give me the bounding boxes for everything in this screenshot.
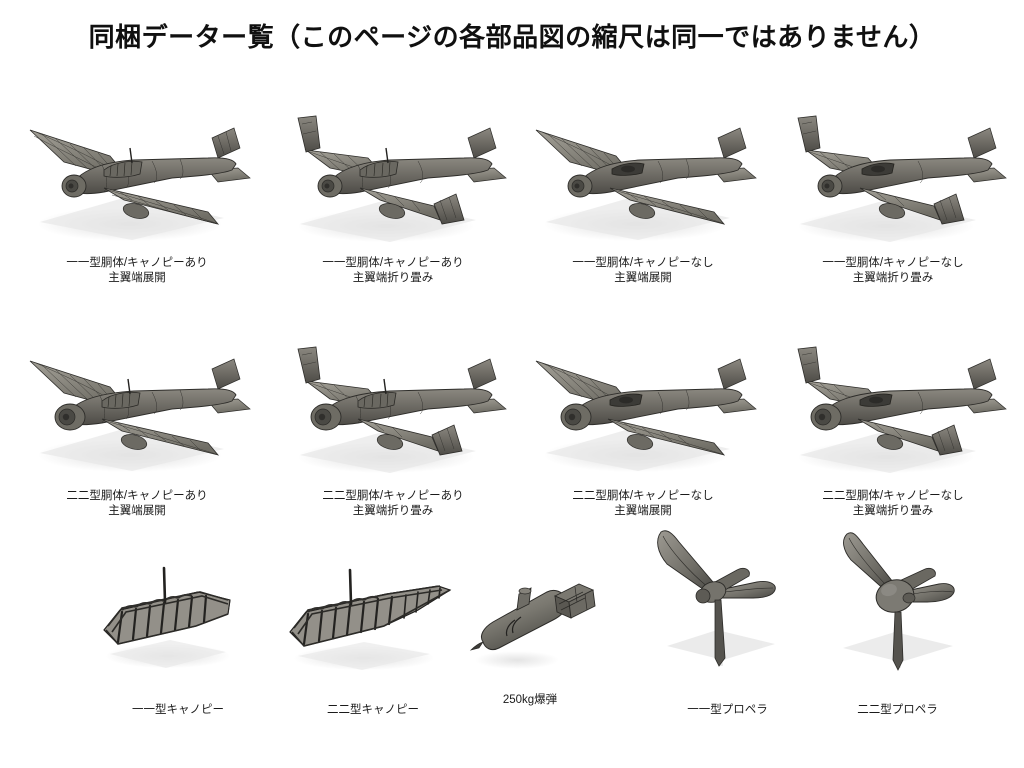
model-thumb-type11-canopy-part[interactable]: [78, 552, 278, 682]
model-caption: 二二型胴体/キャノピーあり 主翼端展開: [12, 489, 262, 518]
caption-line-2: 主翼端展開: [108, 271, 166, 284]
model-caption: 一一型キャノピー: [78, 703, 278, 718]
caption-line-2: 主翼端展開: [614, 271, 672, 284]
caption-line-2: 主翼端折り畳み: [352, 504, 434, 517]
canopy-group: [359, 147, 399, 178]
model-thumb-type11-propeller[interactable]: [645, 518, 810, 686]
caption-line-2: 主翼端折り畳み: [852, 271, 934, 284]
model-caption: 250kg爆弾: [455, 693, 605, 708]
caption-line-2: 主翼端折り畳み: [352, 271, 434, 284]
caption-line-1: 一一型プロペラ: [687, 704, 768, 716]
canopy-group: [357, 378, 397, 409]
caption-line-2: 主翼端展開: [614, 504, 672, 517]
model-thumb-type11-canopy-spread[interactable]: [12, 96, 262, 254]
propeller-render: [645, 518, 810, 686]
caption-line-1: 二二型プロペラ: [857, 704, 938, 716]
canopy-group: [101, 378, 141, 409]
caption-line-2: 主翼端折り畳み: [852, 504, 934, 517]
model-thumb-type22-canopy-part[interactable]: [268, 552, 478, 682]
aircraft-render: [268, 96, 518, 254]
model-thumb-type11-nocanopy-spread[interactable]: [518, 96, 768, 254]
model-thumb-type22-canopy-spread[interactable]: [12, 325, 262, 485]
aircraft-render: [268, 325, 518, 485]
caption-line-2: 主翼端展開: [108, 504, 166, 517]
caption-line-1: 250kg爆弾: [502, 694, 558, 706]
aircraft-render: [518, 325, 768, 485]
caption-line-1: 二二型キャノピー: [327, 704, 419, 716]
caption-line-1: 一一型胴体/キャノピーあり: [322, 257, 464, 269]
canopy-frame-render: [268, 552, 478, 682]
aircraft-render: [518, 96, 768, 254]
model-caption: 二二型胴体/キャノピーなし 主翼端展開: [518, 489, 768, 518]
model-caption: 一一型胴体/キャノピーあり 主翼端折り畳み: [268, 256, 518, 285]
caption-line-1: 一一型胴体/キャノピーなし: [572, 257, 714, 269]
aircraft-render: [12, 96, 262, 254]
model-thumb-type11-canopy-folded[interactable]: [268, 96, 518, 254]
caption-line-1: 一一型キャノピー: [132, 704, 224, 716]
propeller-render: [815, 518, 980, 686]
bomb-render: [455, 560, 605, 685]
model-thumb-type22-propeller[interactable]: [815, 518, 980, 686]
model-caption: 一一型胴体/キャノピーなし 主翼端展開: [518, 256, 768, 285]
canopy-frame-render: [78, 552, 278, 682]
model-caption: 二二型プロペラ: [815, 703, 980, 718]
caption-line-1: 二二型胴体/キャノピーあり: [322, 490, 464, 502]
model-thumb-type22-nocanopy-folded[interactable]: [768, 325, 1018, 485]
model-caption: 一一型胴体/キャノピーなし 主翼端折り畳み: [768, 256, 1018, 285]
canopy-group: [103, 147, 143, 178]
model-caption: 二二型胴体/キャノピーなし 主翼端折り畳み: [768, 489, 1018, 518]
caption-line-1: 二二型胴体/キャノピーあり: [66, 490, 208, 502]
aircraft-render: [768, 96, 1018, 254]
aircraft-render: [768, 325, 1018, 485]
model-thumb-type22-nocanopy-spread[interactable]: [518, 325, 768, 485]
caption-line-1: 一一型胴体/キャノピーあり: [66, 257, 208, 269]
page-title: 同梱データー覧（このページの各部品図の縮尺は同一ではありません）: [88, 22, 936, 52]
model-caption: 一一型胴体/キャノピーあり 主翼端展開: [12, 256, 262, 285]
model-thumb-bomb-250kg[interactable]: [455, 560, 605, 685]
model-thumb-type11-nocanopy-folded[interactable]: [768, 96, 1018, 254]
model-caption: 一一型プロペラ: [645, 703, 810, 718]
caption-line-1: 二二型胴体/キャノピーなし: [822, 490, 964, 502]
model-thumb-type22-canopy-folded[interactable]: [268, 325, 518, 485]
aircraft-render: [12, 325, 262, 485]
caption-line-1: 一一型胴体/キャノピーなし: [822, 257, 964, 269]
model-caption: 二二型キャノピー: [268, 703, 478, 718]
model-caption: 二二型胴体/キャノピーあり 主翼端折り畳み: [268, 489, 518, 518]
caption-line-1: 二二型胴体/キャノピーなし: [572, 490, 714, 502]
